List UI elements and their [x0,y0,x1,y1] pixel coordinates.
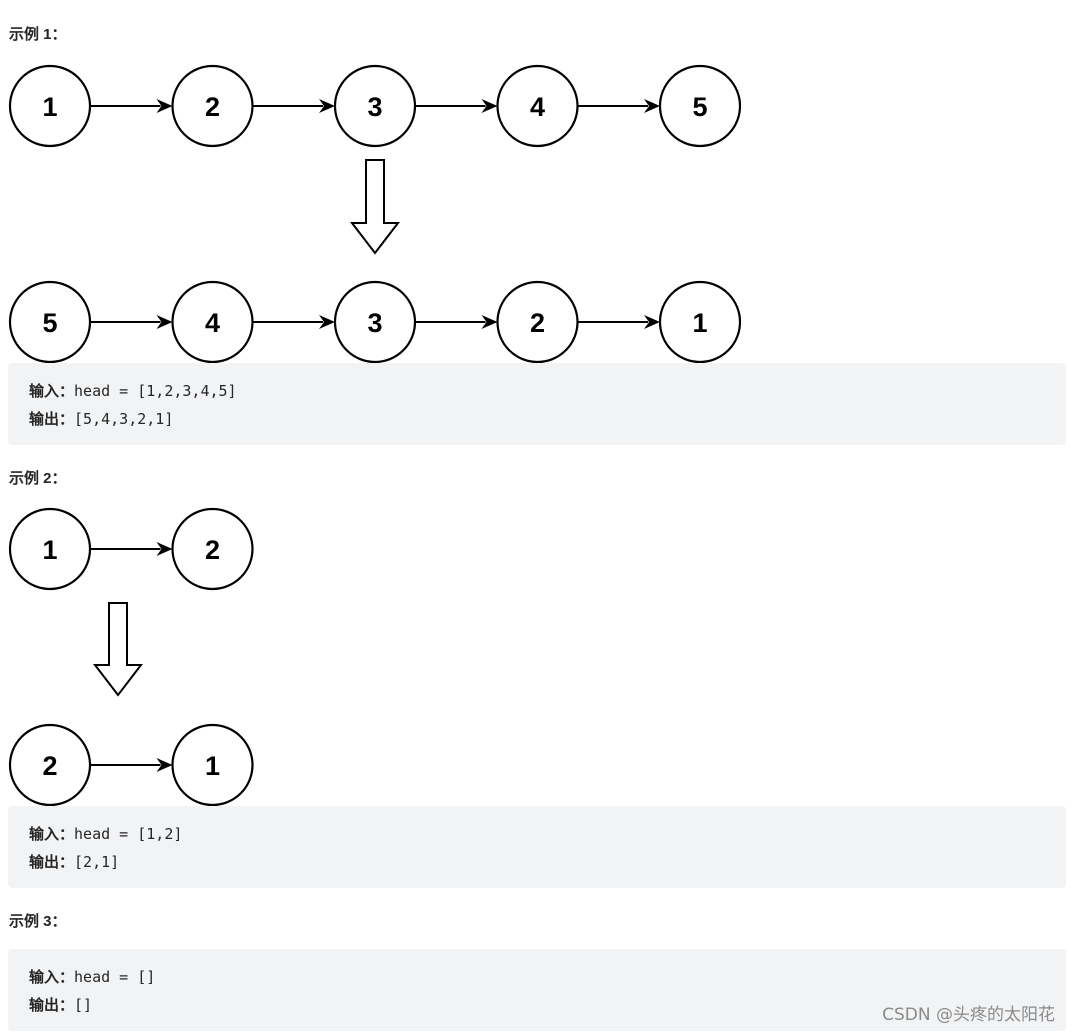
node-value: 5 [692,92,707,122]
before-list-node-3: 3 [333,64,417,148]
node-value: 3 [367,308,382,338]
before-list-node-2: 2 [171,64,254,148]
node-value: 4 [530,92,545,122]
watermark: CSDN @头疼的太阳花 [882,1005,1055,1025]
node-circle [171,723,254,807]
before-list-arrow-1 [90,99,173,113]
example-3-output-line: 输出：[] [29,991,1066,1019]
after-list-arrow-2 [252,315,335,329]
output-label: 输出： [29,853,75,871]
example-2-input-line: 输入：head = [1,2] [29,820,1066,848]
after-list-node-1: 2 [8,723,92,807]
after-list-arrow-1 [90,315,173,329]
after-list-arrow-1 [90,758,173,772]
before-list-node-1: 1 [8,64,92,148]
example-1-linked-list-diagram: 1 2 3 4 5 5 4 3 2 1 [8,64,742,364]
after-list-arrow-3 [415,315,498,329]
before-list-arrow-4 [577,99,660,113]
example-3-input-line: 输入：head = [] [29,963,1066,991]
node-value: 1 [692,308,707,338]
after-list-node-5: 1 [658,280,742,364]
node-value: 4 [205,308,220,338]
before-list-node-5: 5 [658,64,742,148]
input-value: head = [1,2,3,4,5] [74,382,237,400]
input-label: 输入： [29,825,75,843]
example-1-heading: 示例 1： [9,26,67,43]
node-value: 1 [42,535,57,565]
input-value: head = [1,2] [74,825,183,843]
output-value: [] [74,996,93,1014]
after-list-node-2: 4 [171,280,254,364]
output-label: 输出： [29,996,75,1014]
output-value: [5,4,3,2,1] [74,410,174,428]
reverse-down-arrow [349,159,401,255]
node-value: 3 [367,92,382,122]
input-label: 输入： [29,382,75,400]
node-circle [171,507,254,591]
before-list-node-2: 2 [171,507,254,591]
example-1-output-line: 输出：[5,4,3,2,1] [29,405,1066,433]
node-value: 2 [205,92,220,122]
after-list-node-3: 3 [333,280,417,364]
node-value: 5 [42,308,57,338]
example-3-code-block: 输入：head = [] 输出：[] [8,949,1066,1031]
node-value: 1 [42,92,57,122]
before-list-arrow-3 [415,99,498,113]
before-list-arrow-2 [252,99,335,113]
node-value: 2 [42,751,57,781]
example-2-heading: 示例 2： [9,470,67,487]
before-list-node-4: 4 [496,64,579,148]
example-1-input-line: 输入：head = [1,2,3,4,5] [29,377,1066,405]
after-list-node-1: 5 [8,280,92,364]
node-value: 1 [205,751,220,781]
reverse-down-arrow [92,602,144,697]
after-list-node-2: 1 [171,723,254,807]
before-list-arrow-1 [90,542,173,556]
example-3-heading: 示例 3： [9,913,67,930]
output-value: [2,1] [74,853,120,871]
before-list-node-1: 1 [8,507,92,591]
example-2-code-block: 输入：head = [1,2] 输出：[2,1] [8,806,1066,888]
after-list-arrow-4 [577,315,660,329]
node-circle [658,280,742,364]
node-circle [658,64,742,148]
input-label: 输入： [29,968,75,986]
input-value: head = [] [74,968,156,986]
output-label: 输出： [29,410,75,428]
after-list-node-4: 2 [496,280,579,364]
example-1-code-block: 输入：head = [1,2,3,4,5] 输出：[5,4,3,2,1] [8,363,1066,445]
node-value: 2 [530,308,545,338]
example-2-linked-list-diagram: 1 2 2 1 [8,507,254,807]
example-2-output-line: 输出：[2,1] [29,848,1066,876]
node-value: 2 [205,535,220,565]
